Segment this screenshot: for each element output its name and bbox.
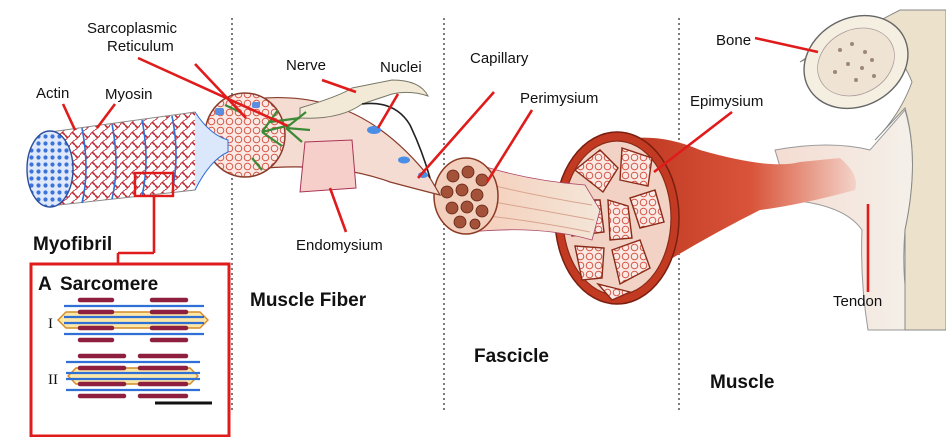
sarcomere-panel <box>29 262 231 437</box>
sarcoplasmic-reticulum-pointer <box>137 56 289 128</box>
endomysium-label: Endomysium <box>296 237 383 254</box>
fascicle-body <box>464 159 601 241</box>
myofibril-illustration <box>26 111 229 208</box>
capillary-pointer <box>417 91 495 179</box>
sarcomere-title: Sarcomere <box>60 274 158 295</box>
state-2-label: II <box>48 372 58 388</box>
state-1-label: I <box>48 316 53 332</box>
myofibril-cross-section <box>26 130 74 208</box>
fascicle-fibers <box>440 165 489 230</box>
bone-label: Bone <box>716 32 751 49</box>
nerve-pointer <box>321 78 357 94</box>
actin-label: Actin <box>36 85 69 102</box>
bone-spots <box>833 42 876 82</box>
nuclei-pointer <box>376 93 400 129</box>
panel-letter: A <box>38 274 52 295</box>
muscle-fiber-illustration <box>204 79 442 196</box>
muscle-section-title: Muscle <box>710 372 774 393</box>
fascicle-illustration <box>433 157 601 241</box>
fascicle-bundles <box>569 147 665 301</box>
myofibril-section-title: Myofibril <box>33 234 112 255</box>
nerve-shape <box>299 79 429 119</box>
nuclei-shapes <box>367 126 428 178</box>
perimysium-pointer <box>485 109 534 183</box>
sarcomere-contracted <box>66 353 200 399</box>
sarcoplasmic-reticulum-label-line2: Reticulum <box>107 38 174 55</box>
bone-pointer <box>754 36 819 54</box>
endomysium-flap <box>299 139 357 193</box>
myofibril-taper <box>194 111 229 191</box>
sarcomere-inset: A Sarcomere I II <box>29 196 231 437</box>
epimysium-pointer <box>653 110 733 174</box>
pointer-lines <box>61 36 870 292</box>
perimysium-label: Perimysium <box>520 90 598 107</box>
muscle-fiber-section-title: Muscle Fiber <box>250 290 367 311</box>
muscle-illustration <box>554 9 946 331</box>
fascicle-section-title: Fascicle <box>474 346 549 367</box>
actin-pointer <box>61 103 77 131</box>
endomysium-pointer <box>328 187 348 233</box>
nuclei-label: Nuclei <box>380 59 422 76</box>
nerve-axon <box>361 102 431 179</box>
inset-connector <box>116 196 156 264</box>
myosin-label: Myosin <box>105 86 153 103</box>
sarcoplasmic-reticulum-label-line1: Sarcoplasmic <box>87 20 178 37</box>
sarcomere-relaxed <box>57 297 209 343</box>
tendon-label: Tendon <box>833 293 882 310</box>
sarcoplasmic-reticulum-shape <box>224 104 311 171</box>
myosin-pointer <box>95 103 117 129</box>
capillary-label: Capillary <box>470 50 529 67</box>
bone-marrow <box>817 27 895 97</box>
sarcoplasmic-reticulum-pointer-2 <box>194 63 247 119</box>
epimysium-label: Epimysium <box>690 93 763 110</box>
fiber-fibril-dots <box>215 102 260 115</box>
nerve-label: Nerve <box>286 57 326 74</box>
z-disc-lines <box>81 115 177 204</box>
